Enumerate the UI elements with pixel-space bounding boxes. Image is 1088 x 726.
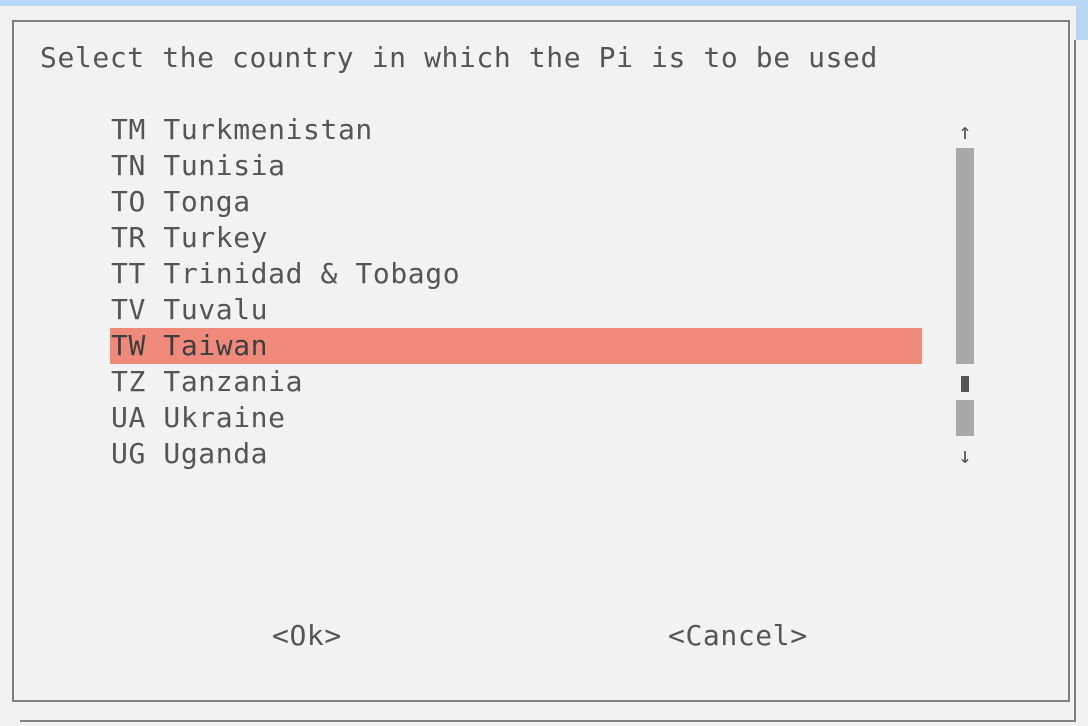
scrollbar-track[interactable]: [956, 148, 974, 438]
dialog-prompt: Select the country in which the Pi is to…: [40, 41, 878, 74]
list-item-selected[interactable]: TW Taiwan: [110, 328, 922, 364]
list-item[interactable]: UA Ukraine: [111, 401, 286, 434]
scrollbar-track-lower: [956, 400, 974, 436]
list-item[interactable]: TM Turkmenistan: [111, 113, 373, 146]
list-item[interactable]: UG Uganda: [111, 437, 269, 470]
dialog-shadow-right: [1074, 40, 1076, 720]
window-right-edge: [1076, 0, 1088, 40]
dialog-shadow-bottom: [20, 720, 1076, 726]
scrollbar-thumb[interactable]: [961, 376, 969, 392]
scroll-up-arrow-icon[interactable]: ↑: [958, 120, 972, 145]
list-item[interactable]: TT Trinidad & Tobago: [111, 257, 461, 290]
list-item[interactable]: TZ Tanzania: [111, 365, 304, 398]
country-select-dialog: Select the country in which the Pi is to…: [12, 20, 1070, 702]
scrollbar-track-upper: [956, 148, 974, 364]
country-list[interactable]: TM Turkmenistan TN Tunisia TO Tonga TR T…: [110, 112, 922, 472]
list-item[interactable]: TR Turkey: [111, 221, 269, 254]
ok-button[interactable]: <Ok>: [272, 619, 342, 652]
cancel-button[interactable]: <Cancel>: [668, 619, 808, 652]
window-top-edge: [0, 0, 1088, 6]
list-item[interactable]: TO Tonga: [111, 185, 251, 218]
scroll-down-arrow-icon[interactable]: ↓: [958, 444, 972, 469]
list-item[interactable]: TN Tunisia: [111, 149, 286, 182]
list-item[interactable]: TV Tuvalu: [111, 293, 269, 326]
